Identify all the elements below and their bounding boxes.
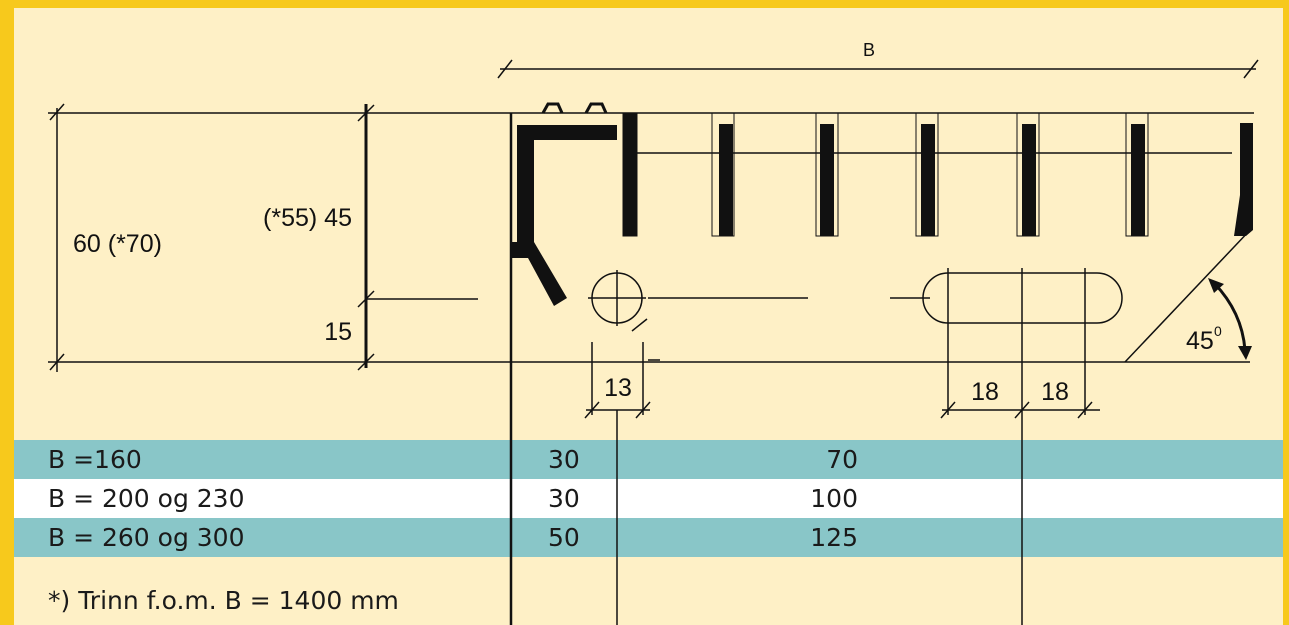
row-3-label: B = 260 og 300 [48,523,245,552]
slot-dim-tick-middle [1014,401,1030,419]
row-1-col1: 30 [548,445,580,474]
bearing-bar-5 [1022,124,1036,236]
bearing-bar-2 [719,124,733,236]
tick-total-top [49,103,65,121]
bearing-bar-6 [1131,124,1145,236]
row-2-col2: 100 [810,484,858,513]
slot-dim-tick-right [1077,401,1093,419]
angle-arrow-bottom [1238,346,1252,360]
hole-dim-tick-right [635,401,651,419]
label-angle-degree: 0 [1214,323,1222,339]
footnote: *) Trinn f.o.m. B = 1400 mm [48,586,399,615]
slot-outline [922,272,1123,324]
edge-profile-vertical [517,125,534,247]
bearing-bar-4 [921,124,935,236]
edge-profile-foot [511,242,567,306]
b-dimension-tick-left [497,59,513,79]
row-1-label: B =160 [48,445,142,474]
row-3-col2: 125 [810,523,858,552]
hole-dim-tick-left [584,401,600,419]
bearing-bar-3 [820,124,834,236]
b-dimension-tick-right [1243,59,1259,79]
row-2-label: B = 200 og 230 [48,484,245,513]
label-height-total: 60 (*70) [73,230,162,258]
label-height-upper: (*55) 45 [263,204,352,232]
chamfer-line [1124,227,1253,363]
tick-split-top [357,104,375,122]
border-top [0,0,1289,8]
clip-right [584,102,608,114]
label-b: B [863,40,875,60]
label-angle: 45 [1186,327,1214,355]
table-row-1: B =160 30 70 [14,440,1289,479]
row-2-col1: 30 [548,484,580,513]
row-1-col2: 70 [826,445,858,474]
end-bar-chamfered [1234,123,1253,236]
angle-arc [1212,281,1247,351]
label-hole-diameter: 13 [604,374,632,402]
bearing-bar-1 [623,113,637,236]
angle-arrow-top [1208,278,1224,293]
hole-leader [631,318,648,332]
edge-profile-top [517,125,617,140]
label-slot-left: 18 [971,378,999,406]
border-left [0,0,14,625]
clip-left [541,102,564,114]
label-slot-right: 18 [1041,378,1069,406]
table-row-2: B = 200 og 230 30 100 [14,479,1289,518]
row-3-col1: 50 [548,523,580,552]
tick-split-bottom [357,353,375,371]
border-right [1283,0,1289,625]
slot-dim-tick-left [940,401,956,419]
table-row-3: B = 260 og 300 50 125 [14,518,1289,557]
label-height-lower: 15 [324,318,352,346]
tick-total-bottom [49,353,65,371]
